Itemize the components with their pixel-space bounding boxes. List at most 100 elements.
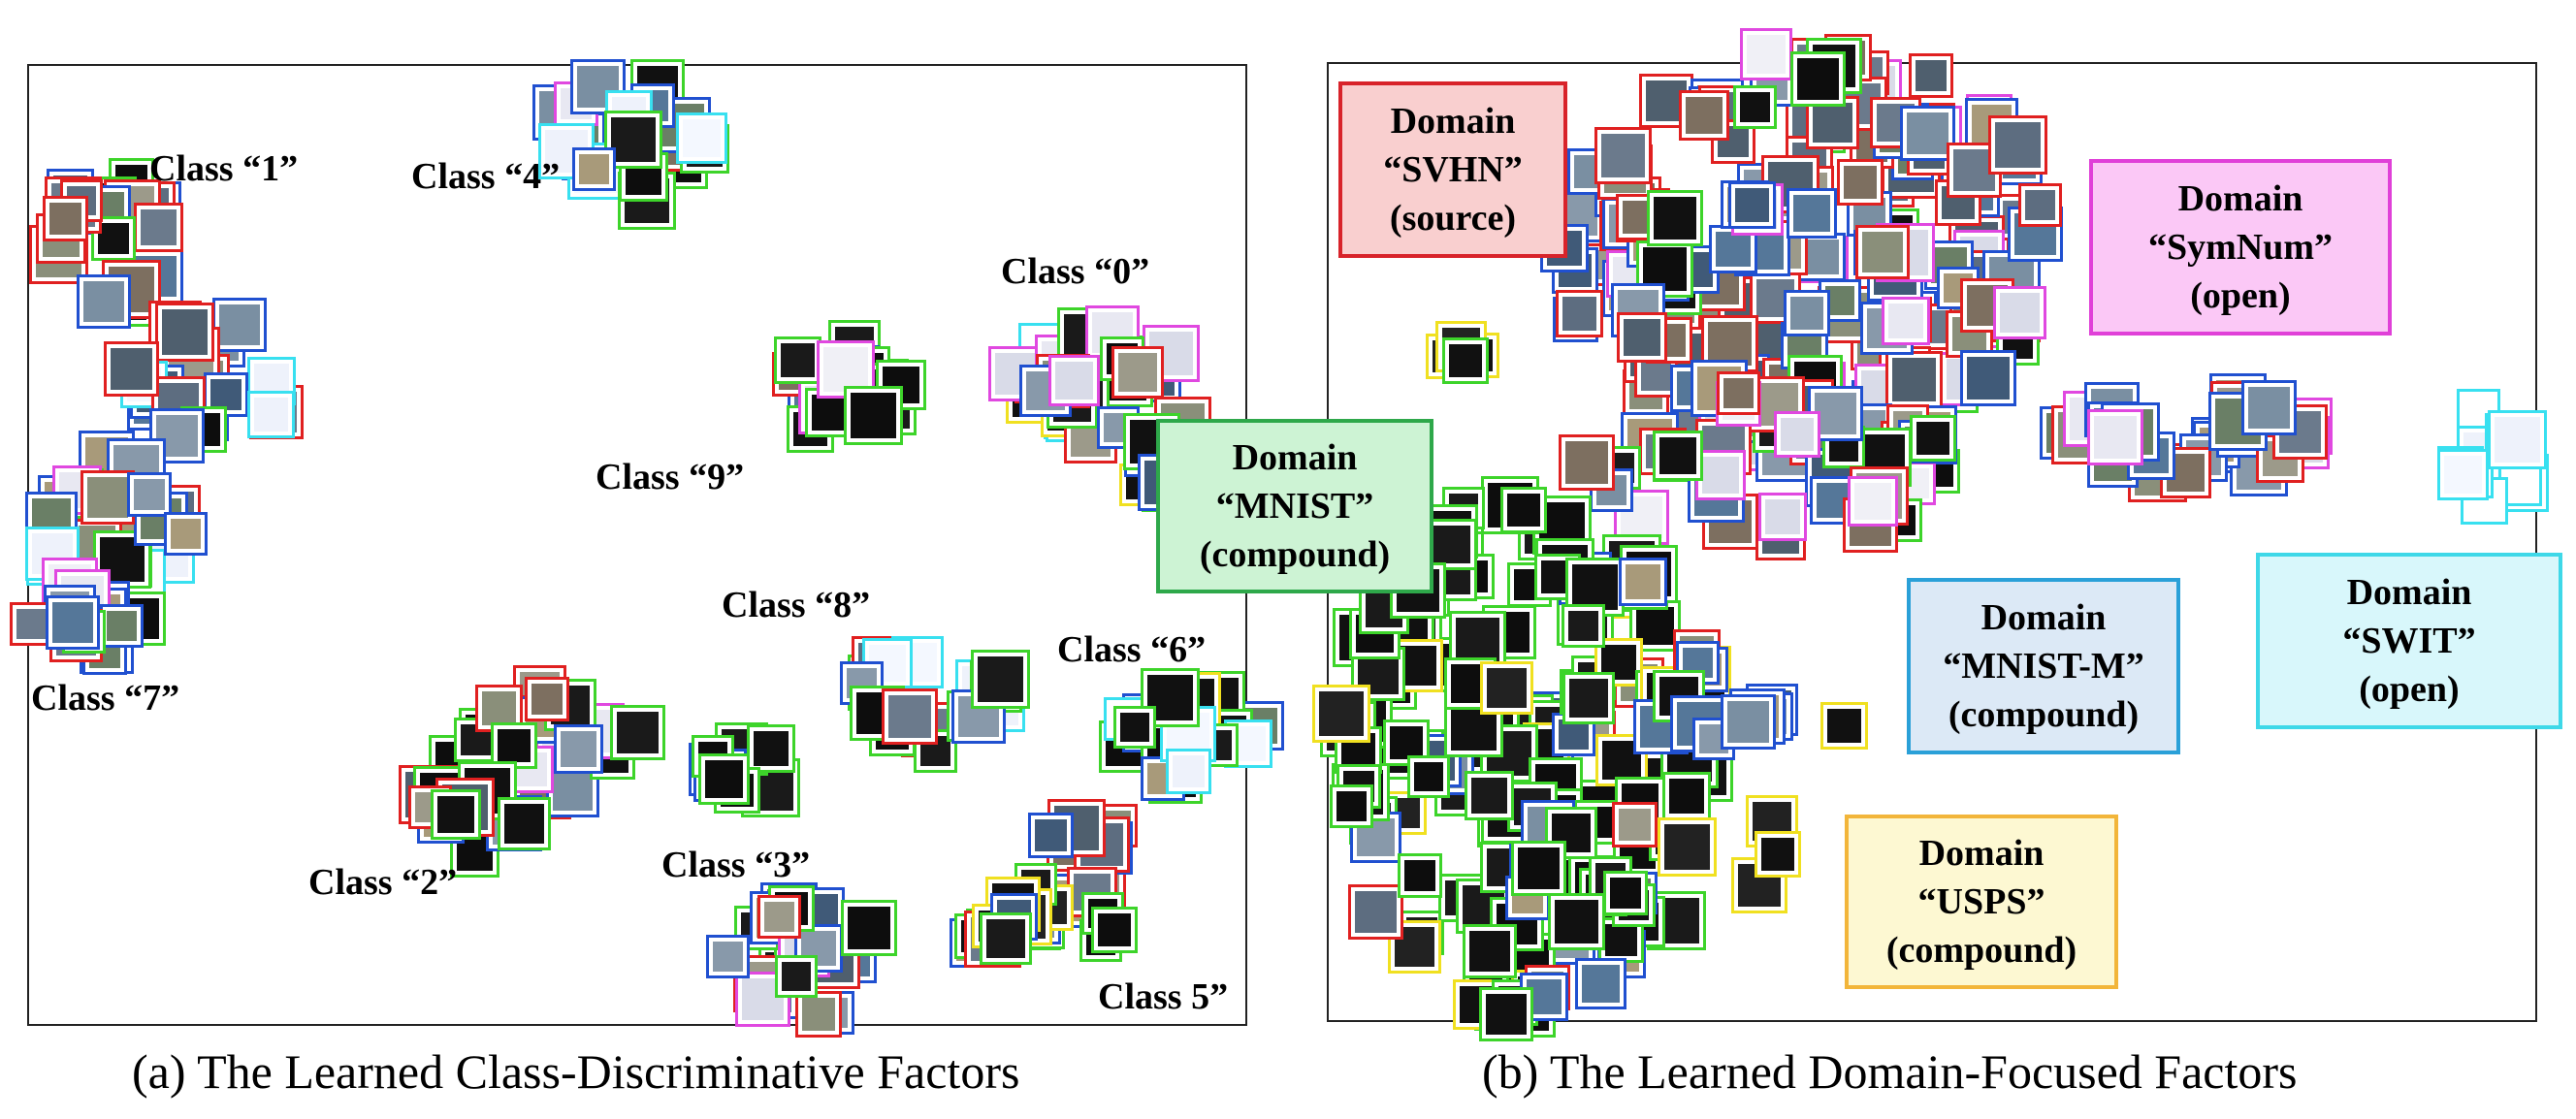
- thumbnail-image: [1734, 188, 1769, 223]
- thumbnail-image: [578, 154, 609, 185]
- thumbnail-image: [851, 392, 897, 438]
- image-thumbnail-mnist: [1732, 84, 1777, 129]
- image-thumbnail-swit: [675, 112, 727, 164]
- thumbnail-image: [254, 397, 289, 432]
- image-thumbnail-mnistm: [77, 274, 132, 330]
- thumbnail-image: [2443, 455, 2482, 494]
- thumbnail-image: [1726, 701, 1769, 744]
- image-thumbnail-mnist: [747, 723, 796, 773]
- image-thumbnail-swit: [1165, 748, 1211, 794]
- image-thumbnail-usps: [1312, 685, 1371, 744]
- image-thumbnail-mnistm: [1784, 290, 1831, 337]
- thumbnail-image: [1812, 103, 1852, 144]
- thumbnail-image: [482, 691, 517, 726]
- image-thumbnail-mnist: [774, 336, 822, 385]
- image-thumbnail-symnum: [1757, 493, 1807, 542]
- thumbnail-image: [811, 394, 848, 431]
- domain-label-line: Domain: [1232, 437, 1358, 478]
- thumbnail-image: [2093, 416, 2137, 460]
- image-thumbnail-svhn: [154, 302, 214, 362]
- domain-label-svhn: Domain “SVHN” (source): [1338, 81, 1567, 258]
- domain-label-usps: Domain “USPS” (compound): [1845, 815, 2118, 989]
- thumbnail-image: [1995, 121, 2042, 168]
- image-thumbnail-mnistm: [127, 471, 173, 517]
- image-thumbnail-svhn: [1716, 370, 1760, 415]
- thumbnail-image: [705, 760, 744, 799]
- thumbnail-image: [1486, 993, 1528, 1035]
- image-thumbnail-symnum: [1773, 411, 1820, 459]
- thumbnail-image: [1319, 691, 1365, 737]
- thumbnail-image: [1654, 196, 1697, 240]
- domain-label-role: (compound): [1199, 534, 1391, 575]
- thumbnail-image: [713, 942, 744, 973]
- thumbnail-image: [1609, 877, 1641, 909]
- thumbnail-image: [1456, 617, 1500, 661]
- image-thumbnail-usps: [1820, 702, 1869, 751]
- image-thumbnail-svhn: [757, 895, 801, 940]
- thumbnail-image: [1780, 418, 1814, 452]
- thumbnail-image: [887, 694, 931, 738]
- image-thumbnail-mnist: [774, 954, 818, 998]
- thumbnail-image: [561, 731, 597, 768]
- image-thumbnail-mnist: [1602, 870, 1648, 915]
- thumbnail-image: [437, 795, 474, 833]
- image-thumbnail-svhn: [1855, 224, 1911, 279]
- image-thumbnail-mnist: [1661, 772, 1711, 821]
- image-thumbnail-symnum: [1048, 354, 1101, 406]
- image-thumbnail-mnistm: [1028, 813, 1075, 859]
- thumbnail-image: [134, 478, 166, 510]
- domain-label-swit: Domain “SWIT” (open): [2256, 553, 2562, 729]
- thumbnail-image: [802, 997, 836, 1031]
- thumbnail-image: [161, 308, 208, 355]
- image-thumbnail-mnist: [604, 111, 663, 170]
- thumbnail-image: [822, 347, 868, 392]
- image-thumbnail-svhn: [104, 341, 160, 398]
- domain-label-role: (open): [2359, 669, 2460, 710]
- thumbnail-image: [1797, 58, 1840, 101]
- thumbnail-image: [1887, 303, 1923, 338]
- thumbnail-image: [848, 906, 891, 949]
- thumbnail-image: [1814, 393, 1856, 435]
- thumbnail-image: [106, 611, 137, 642]
- image-thumbnail-mnist: [1462, 924, 1517, 979]
- thumbnail-image: [1659, 437, 1697, 475]
- thumbnail-image: [140, 208, 177, 245]
- image-thumbnail-mnist: [979, 911, 1032, 965]
- thumbnail-image: [1707, 321, 1752, 366]
- thumbnail-image: [1641, 360, 1672, 391]
- image-thumbnail-mnistm: [2241, 379, 2298, 435]
- class-label-3: Class “3”: [661, 845, 811, 885]
- thumbnail-image: [1487, 668, 1528, 709]
- class-label-9: Class “9”: [596, 457, 745, 497]
- thumbnail-image: [1790, 297, 1824, 331]
- thumbnail-image: [781, 961, 811, 991]
- thumbnail-image: [503, 804, 544, 845]
- panel-a-caption: (a) The Learned Class-Discriminative Fac…: [132, 1044, 1020, 1099]
- thumbnail-image: [1854, 483, 1892, 521]
- image-thumbnail-swit: [2487, 410, 2547, 470]
- thumbnail-image: [1558, 719, 1589, 751]
- image-thumbnail-usps: [1755, 831, 1801, 879]
- image-thumbnail-mnist: [1562, 671, 1616, 724]
- thumbnail-image: [1097, 912, 1131, 946]
- image-thumbnail-mnist: [1112, 706, 1156, 750]
- thumbnail-image: [1569, 678, 1609, 718]
- thumbnail-image: [1916, 422, 1950, 456]
- image-thumbnail-mnistm: [1960, 349, 2017, 406]
- thumbnail-image: [218, 304, 260, 345]
- thumbnail-image: [1792, 195, 1830, 233]
- thumbnail-image: [985, 918, 1025, 958]
- image-thumbnail-mnistm: [1786, 188, 1837, 240]
- image-thumbnail-mnistm: [706, 935, 751, 979]
- thumbnail-image: [1723, 377, 1754, 408]
- image-thumbnail-mnist: [698, 753, 751, 806]
- thumbnail-image: [1702, 457, 1740, 495]
- thumbnail-image: [49, 203, 82, 236]
- class-label-2: Class “2”: [308, 862, 458, 903]
- thumbnail-image: [1664, 823, 1711, 870]
- image-thumbnail-mnistm: [46, 595, 101, 651]
- image-thumbnail-mnist: [1397, 853, 1442, 899]
- image-thumbnail-mnist: [1499, 487, 1547, 534]
- thumbnail-image: [83, 281, 125, 323]
- domain-label-role: (compound): [1948, 694, 2140, 735]
